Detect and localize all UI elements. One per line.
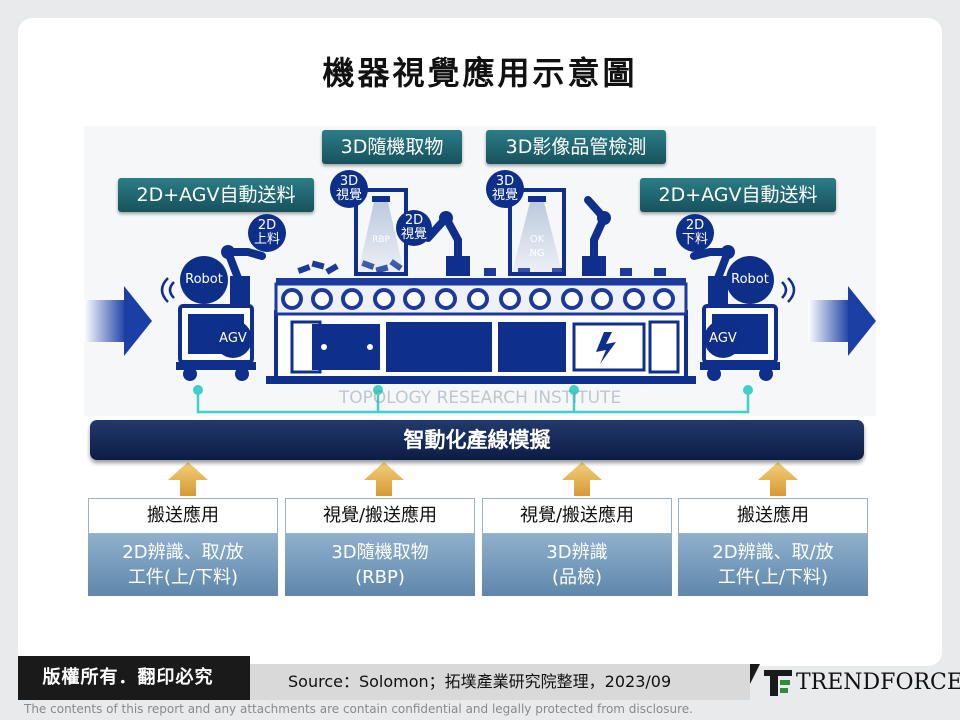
circle-line-1: 2D: [685, 218, 705, 233]
circle-line-1: 3D: [339, 174, 359, 189]
column-4-body: 2D辨識、取/放 工件(上/下料): [678, 534, 868, 596]
up-arrow-icon: [758, 462, 798, 496]
column-body-line-2: (品檢): [551, 567, 603, 588]
disclaimer-text: The contents of this report and any atta…: [24, 702, 693, 716]
trendforce-logo: TRENDFORCE: [796, 670, 960, 695]
column-body-line-2: (RBP): [355, 567, 405, 588]
circle-line-2: 下料: [681, 232, 708, 247]
watermark: TOPOLOGY RESEARCH INSTITUTE: [338, 388, 622, 408]
camera-beam-icon: [358, 202, 404, 272]
footer-copyright-bg: [18, 656, 250, 700]
wifi-signal-icon: [781, 277, 796, 303]
tag-left-agv: 2D+AGV自動送料: [118, 178, 314, 212]
trendforce-logo-mark: [764, 670, 792, 696]
production-machine: [266, 310, 696, 384]
tag-3d-pick: 3D隨機取物: [322, 130, 462, 164]
circle-left-robot: Robot: [180, 256, 228, 304]
circle-3d-vision-a: 3D 視覺: [330, 170, 368, 208]
robot-arm-icon: [584, 196, 609, 274]
copyright-notice: 版權所有．翻印必究: [42, 667, 214, 688]
tag-3d-inspect: 3D影像品管檢測: [486, 130, 666, 164]
column-body-line-1: 3D辨識: [546, 542, 608, 563]
right-arrow-icon: [84, 286, 152, 356]
circle-2d-upload: 2D 上料: [248, 214, 286, 252]
tag-right-agv: 2D+AGV自動送料: [640, 178, 836, 212]
conveyor: [274, 259, 688, 316]
column-3-body: 3D辨識 (品檢): [482, 534, 672, 596]
circle-line-1: 2D: [257, 218, 277, 233]
circle-line-2: 視覺: [335, 188, 362, 203]
column-body-line-1: 2D辨識、取/放: [712, 542, 834, 563]
conveyor-roller-icon: [281, 288, 675, 310]
column-4-head: 搬送應用: [678, 498, 868, 534]
circle-3d-vision-b: 3D 視覺: [486, 170, 524, 208]
circle-line-2: 視覺: [400, 227, 427, 242]
connector-nodes: [193, 385, 753, 395]
up-arrow-icon: [562, 462, 602, 496]
up-arrow-icon: [168, 462, 208, 496]
robot-arm-icon: [424, 211, 462, 274]
circle-2d-download: 2D 下料: [676, 214, 714, 252]
circle-line-1: 3D: [495, 174, 515, 189]
circle-right-robot: Robot: [726, 256, 774, 304]
source-text: Source：Solomon；拓墣產業研究院整理，2023/09: [288, 672, 672, 691]
circle-left-agv: AGV: [214, 320, 252, 358]
robot-arm-icon: [690, 245, 735, 306]
right-arrow-icon: [808, 286, 876, 356]
robot-arm-icon: [221, 245, 266, 306]
column-body-line-1: 2D辨識、取/放: [122, 542, 244, 563]
camera-beam-icon: [512, 202, 562, 272]
column-3-head: 視覺/搬送應用: [482, 498, 672, 534]
wifi-signal-icon: [160, 277, 175, 303]
column-body-line-2: 工件(上/下料): [717, 567, 829, 588]
circle-line-2: 視覺: [491, 188, 518, 203]
ok-label: OK: [530, 234, 545, 245]
lightning-icon: [596, 332, 616, 364]
vision-booth-okng: [508, 188, 566, 276]
circle-line-2: 上料: [253, 232, 280, 247]
ng-label: NG: [529, 248, 544, 259]
column-2-body: 3D隨機取物 (RBP): [285, 534, 475, 596]
circle-right-agv: AGV: [704, 320, 742, 358]
column-1-head: 搬送應用: [88, 498, 278, 534]
footer-source-bg: [250, 664, 750, 700]
circle-line-1: 2D: [404, 213, 424, 228]
column-body-line-2: 工件(上/下料): [127, 567, 239, 588]
connector-line: [196, 392, 750, 414]
simulation-bar: 智動化產線模擬: [90, 420, 864, 460]
rbp-label: RBP: [372, 235, 390, 245]
column-body-line-1: 3D隨機取物: [331, 542, 429, 563]
up-arrow-icon: [364, 462, 404, 496]
column-2-head: 視覺/搬送應用: [285, 498, 475, 534]
page-title: 機器視覺應用示意圖: [322, 54, 638, 92]
circle-2d-vision: 2D 視覺: [396, 210, 432, 246]
column-1-body: 2D辨識、取/放 工件(上/下料): [88, 534, 278, 596]
